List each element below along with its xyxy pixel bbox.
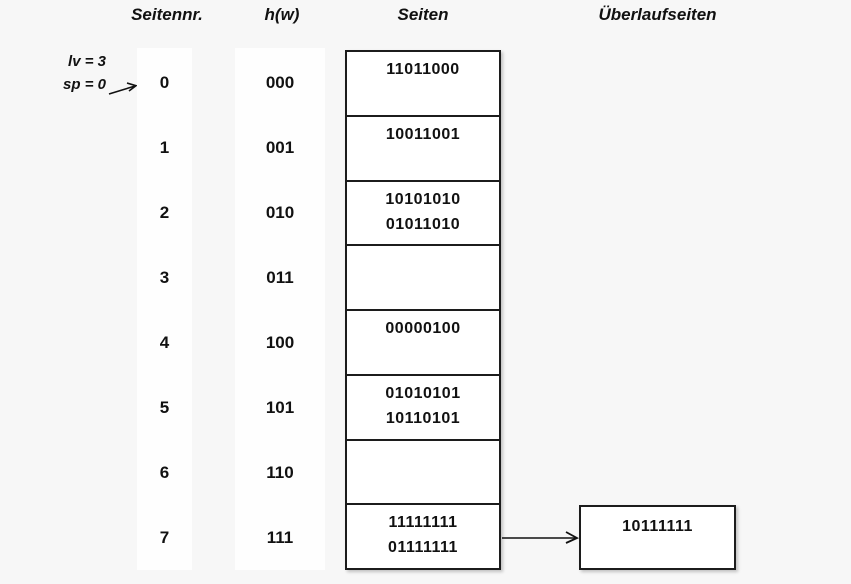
record-value: 10011001 — [385, 125, 461, 143]
overflow-record-value: 10111111 — [622, 518, 693, 535]
record-value: 10110101 — [385, 409, 461, 427]
record-value: 11011000 — [386, 61, 460, 78]
annotation-arrow-icon — [108, 82, 138, 95]
column-header-seiten: Seiten — [397, 5, 449, 24]
page-cell-5: 01010101 10110101 — [347, 373, 499, 439]
column-header-seitennr: Seitennr. — [131, 5, 203, 24]
record-value: 10101010 — [385, 190, 461, 208]
record-value: 01111111 — [388, 539, 458, 557]
page-number-0: 0 — [159, 72, 170, 92]
page-cell-7: 11111111 01111111 — [347, 503, 499, 568]
page-number-2: 2 — [159, 202, 170, 222]
page-number-5: 5 — [159, 397, 170, 417]
hash-value-0: 000 — [265, 72, 295, 92]
page-number-6: 6 — [159, 462, 170, 482]
hash-value-1: 001 — [265, 137, 295, 157]
page-cell-0: 11011000 — [347, 52, 499, 115]
hash-column-bg — [235, 48, 325, 570]
overflow-page-box: 10111111 — [579, 505, 736, 570]
hash-value-4: 100 — [265, 332, 295, 352]
page-cell-4: 00000100 — [347, 309, 499, 374]
hash-value-5: 101 — [265, 397, 295, 417]
page-cell-1: 10011001 — [347, 114, 499, 180]
page-cell-2: 10101010 01011010 — [347, 179, 499, 245]
sp-value: sp = 0 — [63, 76, 106, 93]
hash-value-6: 110 — [266, 462, 294, 482]
hash-value-7: 111 — [266, 527, 294, 547]
state-annotation: lv = 3 sp = 0 — [28, 50, 106, 96]
overflow-arrow-icon — [502, 531, 580, 544]
page-number-7: 7 — [159, 527, 170, 547]
page-number-3: 3 — [159, 267, 170, 287]
page-cell-6 — [347, 438, 499, 504]
pages-box: 11011000 10011001 10101010 01011010 0000… — [345, 50, 501, 570]
page-number-1: 1 — [159, 137, 170, 157]
record-value: 01011010 — [385, 215, 461, 233]
page-cell-3 — [347, 244, 499, 309]
column-header-ueberlaufseiten: Überlaufseiten — [598, 5, 717, 24]
record-value: 00000100 — [385, 320, 461, 337]
hash-value-3: 011 — [266, 267, 294, 287]
record-value: 11111111 — [388, 514, 458, 532]
hash-value-2: 010 — [265, 202, 295, 222]
lv-value: lv = 3 — [68, 53, 106, 70]
page-number-4: 4 — [159, 332, 170, 352]
column-header-hw: h(w) — [264, 5, 300, 24]
record-value: 01010101 — [385, 384, 461, 402]
page-number-column-bg — [137, 48, 192, 570]
